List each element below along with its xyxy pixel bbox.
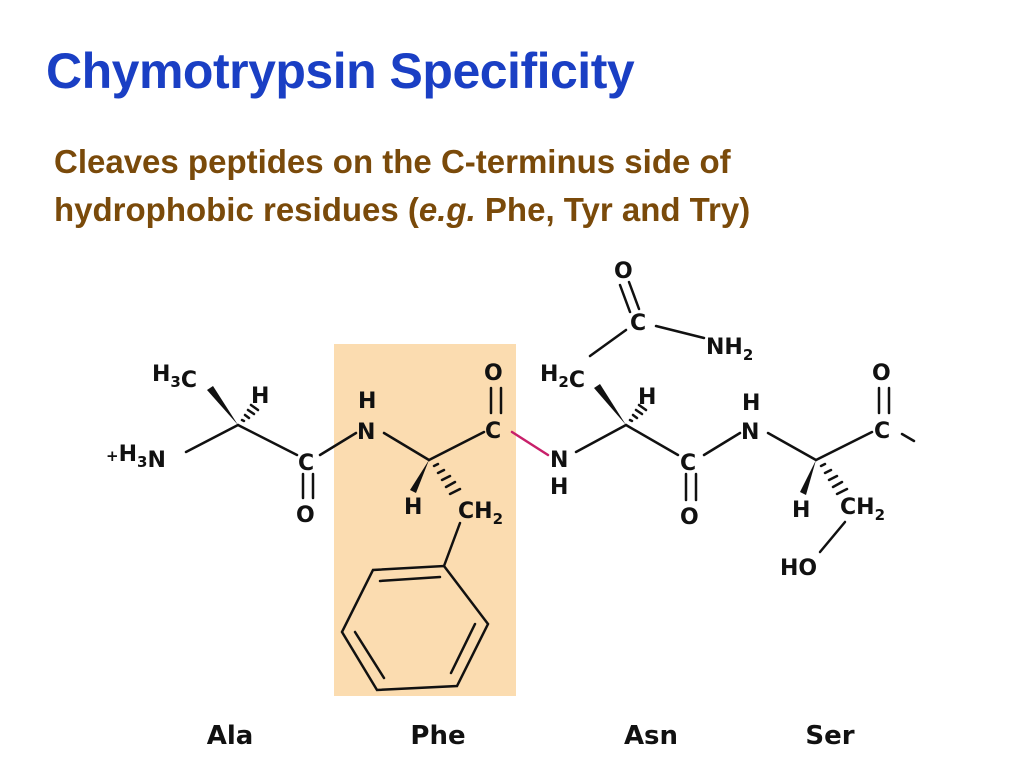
ring-double-3 — [353, 630, 386, 680]
atom-ser-n: N — [741, 420, 759, 445]
atom-asn-side-o: O — [614, 259, 633, 284]
atom-ser-h: H — [792, 498, 810, 523]
wedge-phe-h — [410, 460, 429, 493]
bond-ser-ca-c — [814, 430, 874, 462]
bond-ala-c-phe-n — [318, 431, 358, 457]
bond-ser-c-continuation — [900, 432, 916, 443]
atom-asn-side-c: C — [630, 311, 646, 336]
bond-n-term-ala-ca — [184, 423, 240, 454]
atom-ser-ho: HO — [780, 556, 817, 581]
bond-asn-ch2-side-c — [588, 328, 628, 358]
bond-ser-ch2-o — [818, 520, 847, 554]
residue-label-ala: Ala — [207, 721, 254, 751]
atom-phe-c: C — [485, 419, 501, 444]
residue-label-asn: Asn — [624, 721, 678, 751]
hash-ser-ch2 — [819, 462, 849, 496]
subtitle-line-1: Cleaves peptides on the C-terminus side … — [54, 143, 731, 180]
bond-asn-side-c-nh2 — [654, 324, 706, 340]
residue-label-ser: Ser — [805, 721, 854, 751]
atom-ser-ch2: CH2 — [840, 495, 885, 524]
atom-asn-h: H — [638, 385, 656, 410]
atom-ala-h: H — [251, 384, 269, 409]
subtitle-line-2-example: e.g. — [418, 191, 476, 228]
bond-phe-n-ca — [382, 431, 431, 462]
subtitle-line-2-suffix: Phe, Tyr and Try) — [475, 191, 751, 228]
bond-asn-c-ser-n — [702, 431, 742, 457]
bond-asn-side-c-o-b — [618, 283, 632, 314]
atom-phe-n: N — [357, 420, 375, 445]
atom-ala-ch3: H3C — [152, 362, 197, 393]
atom-ala-c: C — [298, 451, 314, 476]
bond-phe-ca-c — [427, 430, 486, 462]
atom-asn-nh-h: H — [550, 475, 568, 500]
slide-title: Chymotrypsin Specificity — [46, 43, 635, 99]
subtitle-line-2-prefix: hydrophobic residues ( — [54, 191, 419, 228]
atom-n-terminus: +H3N — [106, 442, 166, 473]
hash-phe-ch2 — [432, 462, 462, 496]
subtitle: Cleaves peptides on the C-terminus side … — [54, 138, 750, 234]
ring-double-1 — [378, 575, 442, 583]
atom-asn-o: O — [680, 505, 699, 530]
atom-phe-h: H — [404, 495, 422, 520]
wedge-ser-h — [800, 460, 816, 495]
atom-asn-ch2: H2C — [540, 362, 585, 393]
hash-ala-h — [240, 403, 260, 423]
ring-double-2 — [449, 622, 477, 675]
atom-phe-nh-h: H — [358, 389, 376, 414]
atom-ser-c: C — [874, 419, 890, 444]
residue-label-phe: Phe — [410, 721, 465, 751]
atom-phe-ch2: CH2 — [458, 499, 503, 528]
atom-ala-o: O — [296, 503, 315, 528]
phe-highlight-box — [334, 344, 516, 696]
hash-asn-h — [628, 403, 648, 423]
atom-asn-n: N — [550, 448, 568, 473]
bond-phe-ch2-ring — [442, 521, 462, 568]
bond-ser-n-ca — [766, 431, 818, 462]
wedge-ala-ch3 — [207, 386, 238, 425]
atom-asn-nh2: NH2 — [706, 335, 753, 364]
bond-asn-side-c-o-a — [627, 280, 641, 311]
wedge-asn-ch2 — [594, 384, 626, 425]
cleavage-bond — [510, 430, 550, 457]
bond-asn-ca-c — [624, 423, 680, 457]
phe-benzene-ring — [340, 564, 490, 692]
bond-ala-ca-c — [236, 423, 299, 457]
atom-ser-nh-h: H — [742, 391, 760, 416]
atom-asn-c: C — [680, 451, 696, 476]
atom-ser-o: O — [872, 361, 891, 386]
atom-phe-o: O — [484, 361, 503, 386]
bond-asn-n-ca — [574, 423, 628, 454]
